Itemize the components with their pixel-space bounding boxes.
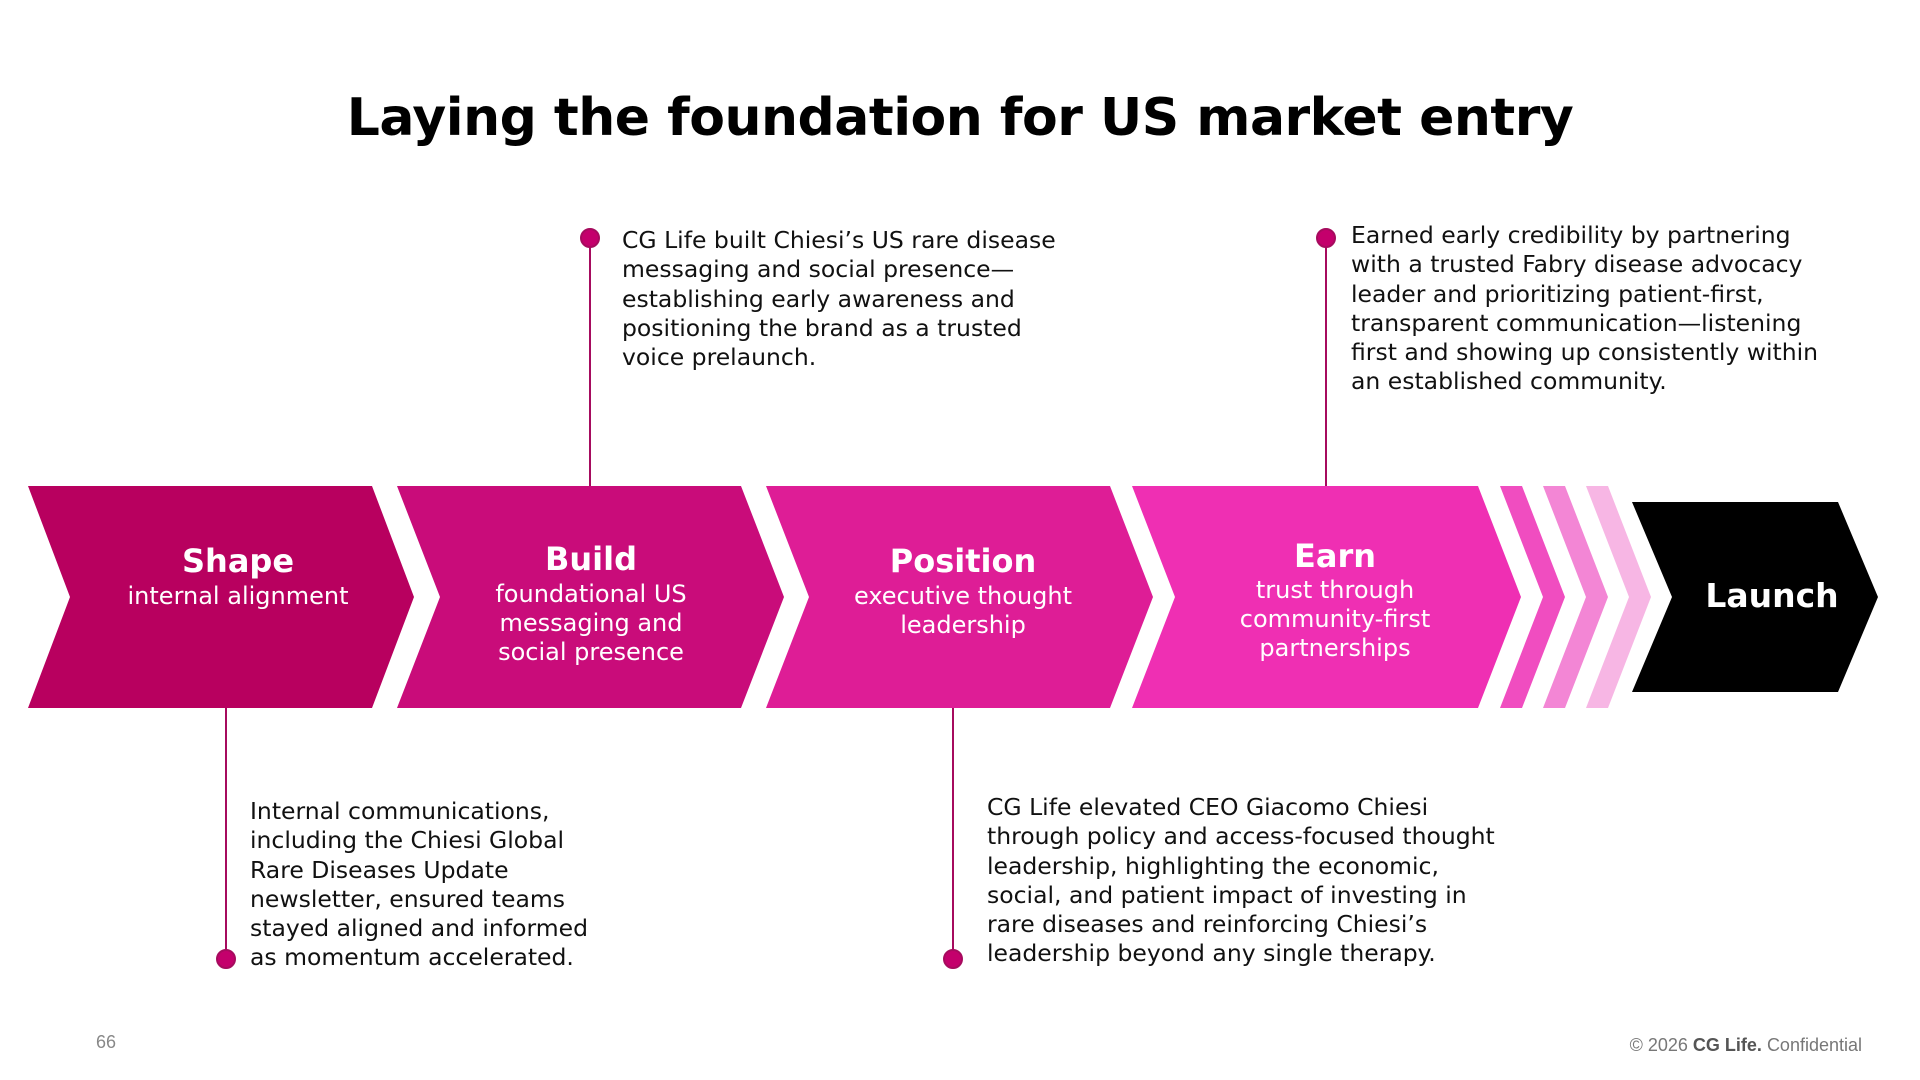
- stage-shape-subtitle: internal alignment: [127, 582, 349, 610]
- callout-shape-text: Internal communications, including the C…: [250, 797, 588, 972]
- slide-title: Laying the foundation for US market entr…: [346, 88, 1574, 148]
- fade-chevron-1: [1500, 486, 1565, 708]
- callout-earn-text: Earned early credibility by partnering w…: [1351, 221, 1819, 396]
- launch-label: Launch: [1705, 576, 1839, 615]
- fade-chevron-3: [1586, 486, 1651, 708]
- connector-dot-build: [580, 228, 600, 248]
- stage-build-subtitle: foundational US messaging and social pre…: [495, 580, 687, 666]
- page-number: 66: [96, 1032, 117, 1052]
- stage-earn-chevron: [1132, 486, 1521, 708]
- stage-shape-title: Shape: [181, 542, 295, 580]
- stage-earn-subtitle: trust through community-first partnershi…: [1239, 576, 1431, 662]
- connector-dot-position: [943, 949, 963, 969]
- footer-confidential: Confidential: [1766, 1035, 1862, 1055]
- callout-position-text: CG Life elevated CEO Giacomo Chiesi thro…: [987, 793, 1495, 968]
- callout-build-text: CG Life built Chiesi’s US rare disease m…: [622, 226, 1056, 372]
- stage-position-subtitle: executive thought leadership: [853, 582, 1073, 639]
- stage-position-chevron: [766, 486, 1153, 708]
- connector-dot-shape: [216, 949, 236, 969]
- stage-build-title: Build: [544, 540, 637, 578]
- footer-copyright-year: © 2026: [1629, 1035, 1688, 1055]
- footer-copyright: © 2026 CG Life. Confidential: [1630, 1035, 1862, 1056]
- fade-chevron-2: [1543, 486, 1608, 708]
- stage-position-title: Position: [889, 542, 1037, 580]
- stage-build-chevron: [397, 486, 784, 708]
- launch-chevron: [1632, 502, 1878, 692]
- stage-earn-title: Earn: [1293, 537, 1376, 575]
- connector-dot-earn: [1316, 228, 1336, 248]
- footer-brand-logo: CG Life.: [1692, 1035, 1762, 1055]
- stage-shape-chevron: [28, 486, 414, 708]
